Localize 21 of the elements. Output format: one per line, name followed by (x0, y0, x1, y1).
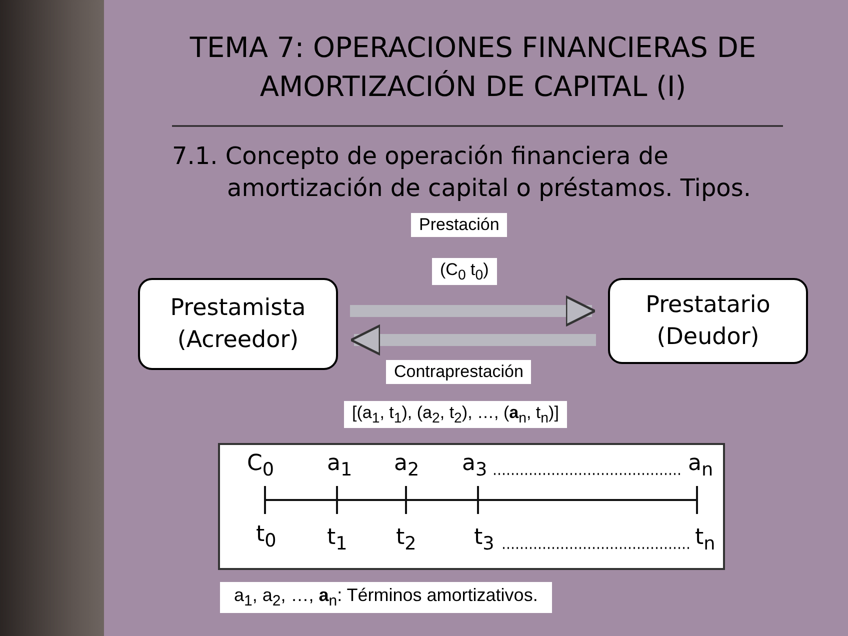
arrow (350, 295, 596, 327)
slide-title: TEMA 7: OPERACIONES FINANCIERAS DE AMORTIZACIÓN DE CAPITAL (I) (188, 30, 758, 106)
timeline-label: t$_{0}$ (256, 522, 276, 552)
timeline-label: t$_{n}$ (695, 525, 716, 554)
timeline-label: a$_{n}$ (688, 451, 714, 480)
arrow (350, 324, 596, 356)
timeline-label: C$_{0}$ (247, 451, 274, 480)
party-box: Prestatario (Deudor) (608, 278, 808, 364)
timeline-label: a$_{1}$ (327, 451, 352, 480)
box-label: Prestación (411, 213, 508, 237)
timeline-label: t$_{3}$ (474, 525, 494, 554)
box-label: [(a$_{1}$, t$_{1}$), (a$_{2}$, t$_{2}$), …, (a$_{n}$, t$_{n}$)] (344, 401, 567, 428)
heading: 7.1. Concepto de operación financiera de amortización de capital o préstamos. Tipos. (172, 141, 752, 204)
timeline-label: t$_{1}$ (327, 525, 348, 554)
box-label: (C$_{0}$ t$_{0}$) (432, 258, 497, 286)
timeline-label: a$_{3}$ (462, 451, 488, 480)
timeline-label: t$_{2}$ (396, 525, 416, 554)
timeline-label: a$_{2}$ (394, 451, 420, 480)
party-box: Prestamista (Acreedor) (138, 278, 338, 370)
box-label: Contraprestación (386, 360, 532, 384)
note: a$_{1}$, a$_{2}$, …, a$_{n}$: Términos amortizativos. (220, 582, 552, 613)
